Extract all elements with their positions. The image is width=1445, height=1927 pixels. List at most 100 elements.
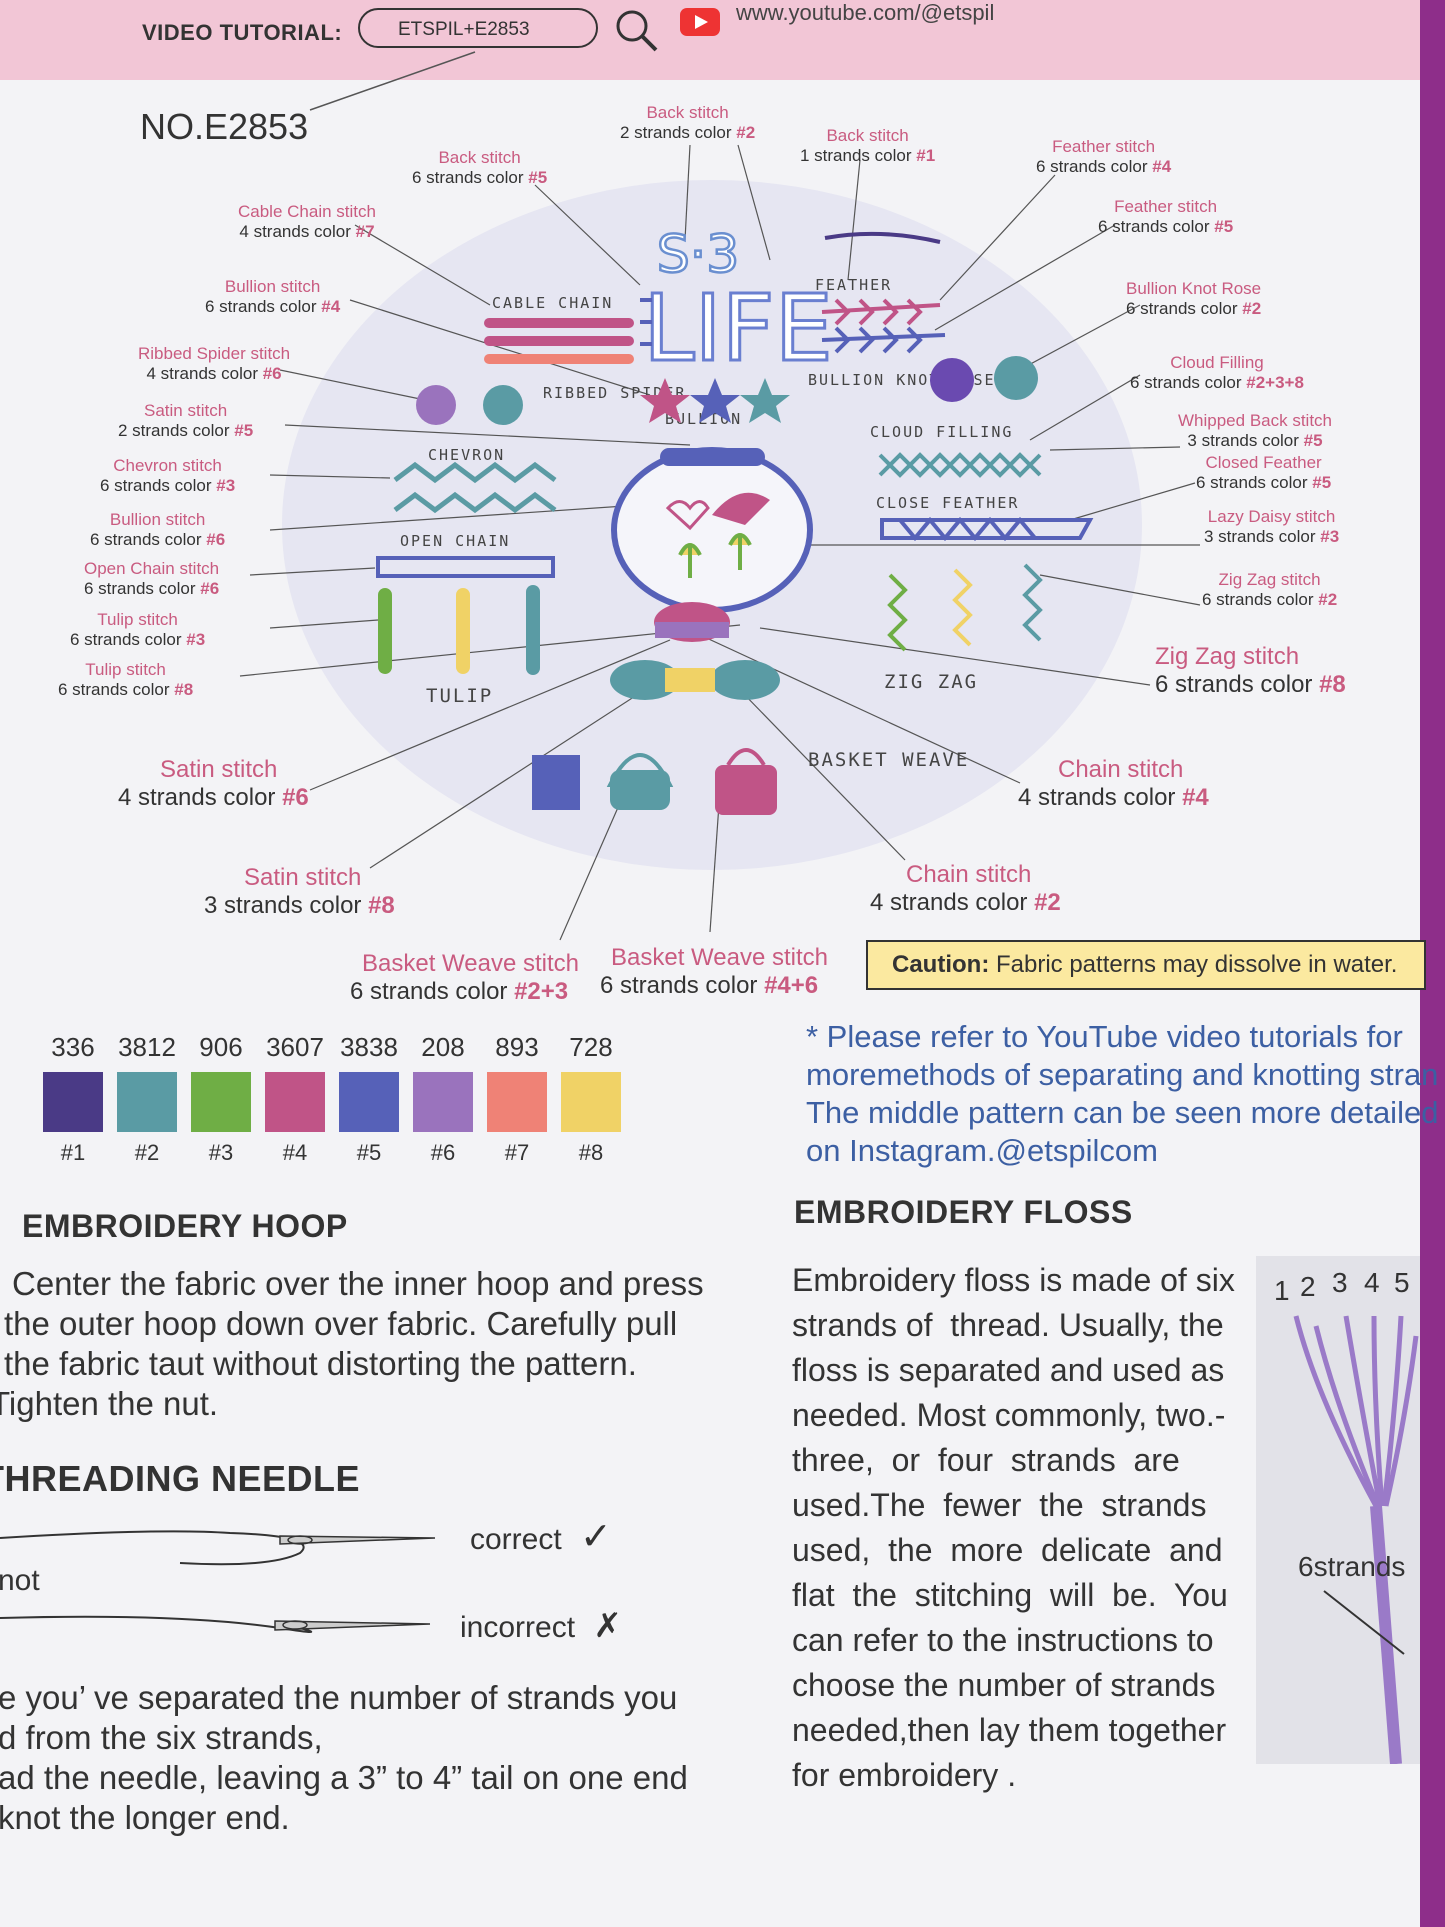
not-label: not: [0, 1564, 40, 1597]
check-icon: ✓: [580, 1516, 612, 1558]
stitch-label: Satin stitch 2 strands color #5: [118, 401, 254, 440]
motif-hoop: [611, 447, 813, 613]
swatch-number: #8: [578, 1140, 604, 1165]
swatch-number: #5: [356, 1140, 382, 1165]
floss-instructions: Embroidery floss is made of six strands o…: [792, 1258, 1252, 1798]
swatch-number: #6: [430, 1140, 456, 1165]
floss-line: can refer to the instructions to: [792, 1622, 1214, 1658]
stitch-label: Basket Weave stitch 6 strands color #2+3: [350, 950, 579, 1005]
floss-line: Embroidery floss is made of six: [792, 1262, 1235, 1298]
hoop-heading: EMBROIDERY HOOP: [22, 1208, 348, 1244]
strand-number-1: 1: [1274, 1275, 1290, 1306]
magnifier-icon: [616, 10, 658, 52]
motif-open-chain: [376, 556, 555, 578]
motif-pincushion: [610, 602, 780, 700]
stitch-label: Zig Zag stitch 6 strands color #2: [1202, 570, 1338, 609]
label-close-feather: CLOSE FEATHER: [876, 494, 1019, 512]
swatch-number: #2: [134, 1140, 160, 1165]
motif-chevron: [393, 461, 557, 514]
youtube-url: www.youtube.com/@etspil: [736, 0, 995, 25]
strand-number-3: 3: [1332, 1267, 1348, 1298]
floss-line: choose the number of strands: [792, 1667, 1216, 1703]
floss-illustration: 1 2 3 4 5 6strands: [1256, 1256, 1420, 1765]
floss-line: needed,then lay them together: [792, 1712, 1227, 1748]
stitch-label: Chain stitch 4 strands color #2: [870, 861, 1061, 916]
motif-cable-chain: [484, 318, 634, 364]
strand-number-5: 5: [1394, 1267, 1410, 1298]
swatch-code: 336: [51, 1032, 95, 1062]
stitch-label: Tulip stitch 6 strands color #8: [58, 660, 194, 699]
color-swatch: [43, 1072, 103, 1132]
stitch-label: Ribbed Spider stitch 4 strands color #6: [138, 344, 291, 383]
motif-tulip: [378, 585, 540, 675]
stitch-label: Back stitch 6 strands color #5: [412, 148, 548, 187]
floss-line: strands of thread. Usually, the: [792, 1307, 1224, 1343]
video-search-box: ETSPIL+E2853: [358, 8, 598, 48]
floss-line: three, or four strands are: [792, 1442, 1180, 1478]
floss-line: used, the more delicate and: [792, 1532, 1223, 1568]
floss-line: needed. Most commonly, two.-: [792, 1397, 1226, 1433]
label-zig-zag: ZIG ZAG: [884, 671, 978, 693]
color-swatch: [265, 1072, 325, 1132]
color-swatch: [413, 1072, 473, 1132]
six-strands-label: 6strands: [1298, 1551, 1405, 1582]
floss-heading: EMBROIDERY FLOSS: [794, 1194, 1133, 1230]
motif-cloud-filling: [878, 452, 1042, 478]
embroidery-pattern: S·3 LIFE CABLE CHAIN FEATHER RIBBED SPID…: [239, 51, 1201, 941]
floss-line: floss is separated and used as: [792, 1352, 1225, 1388]
stitch-label: Open Chain stitch 6 strands color #6: [84, 559, 220, 598]
stitch-label: Feather stitch 6 strands color #5: [1098, 197, 1234, 236]
stitch-label: Closed Feather 6 strands color #5: [1196, 453, 1332, 492]
floss-strands-diagram: 1 2 3 4 5 6strands: [1274, 1267, 1419, 1765]
label-cable-chain: CABLE CHAIN: [492, 294, 613, 312]
strand-number-4: 4: [1364, 1267, 1380, 1298]
strand-number-2: 2: [1300, 1271, 1316, 1302]
motif-bullion-rose: [930, 356, 1038, 402]
stitch-label: Back stitch 1 strands color #1: [800, 126, 936, 165]
caution-box: Caution: Fabric patterns may dissolve in…: [866, 940, 1426, 990]
swatch-number: #7: [504, 1140, 530, 1165]
swatch-number: #4: [282, 1140, 308, 1165]
needle-diagram: [0, 1530, 436, 1633]
stitch-label: Feather stitch 6 strands color #4: [1036, 137, 1172, 176]
correct-label: correct ✓: [470, 1516, 612, 1558]
stitch-label: Back stitch 2 strands color #2: [620, 103, 756, 142]
swatch-code: 3812: [118, 1032, 176, 1062]
floss-line: for embroidery .: [792, 1757, 1017, 1793]
color-swatch: [191, 1072, 251, 1132]
stitch-label: Satin stitch 4 strands color #6: [118, 756, 309, 811]
design-title-main: LIFE: [643, 275, 832, 382]
swatch-number: #1: [60, 1140, 86, 1165]
stitch-label: Chain stitch 4 strands color #4: [1018, 756, 1209, 811]
swatch-code: 728: [569, 1032, 613, 1062]
swatch-code: 906: [199, 1032, 243, 1062]
color-swatch: [561, 1072, 621, 1132]
youtube-icon: [680, 8, 720, 36]
color-swatch: [487, 1072, 547, 1132]
stitch-label: Whipped Back stitch 3 strands color #5: [1178, 411, 1333, 450]
stitch-label: Satin stitch 3 strands color #8: [204, 864, 395, 919]
motif-bullion: [640, 378, 790, 423]
label-cloud-filling: CLOUD FILLING: [870, 423, 1013, 441]
motif-close-feather: [880, 516, 1094, 542]
stitch-label: Chevron stitch 6 strands color #3: [100, 456, 236, 495]
label-open-chain: OPEN CHAIN: [400, 532, 510, 550]
label-chevron: CHEVRON: [428, 446, 505, 464]
motif-ribbed-spider: [416, 385, 523, 425]
motif-feather: [821, 298, 946, 354]
needle-instructions: e you’ ve separated the number of strand…: [0, 1679, 688, 1836]
model-pointer-line: [309, 51, 476, 111]
color-swatch: [117, 1072, 177, 1132]
model-number: NO.E2853: [140, 106, 309, 147]
swatch-code: 3838: [340, 1032, 398, 1062]
swatch-number: #3: [208, 1140, 234, 1165]
cross-icon: ✗: [593, 1607, 622, 1645]
label-feather: FEATHER: [815, 276, 892, 294]
label-tulip: TULIP: [426, 685, 493, 707]
swatch-code: 893: [495, 1032, 539, 1062]
stitch-label: Cable Chain stitch 4 strands color #7: [238, 202, 376, 241]
stitch-label: Bullion Knot Rose 6 strands color #2: [1126, 279, 1262, 318]
motif-basket-weave: [532, 748, 777, 815]
incorrect-label: incorrect ✗: [460, 1607, 622, 1645]
